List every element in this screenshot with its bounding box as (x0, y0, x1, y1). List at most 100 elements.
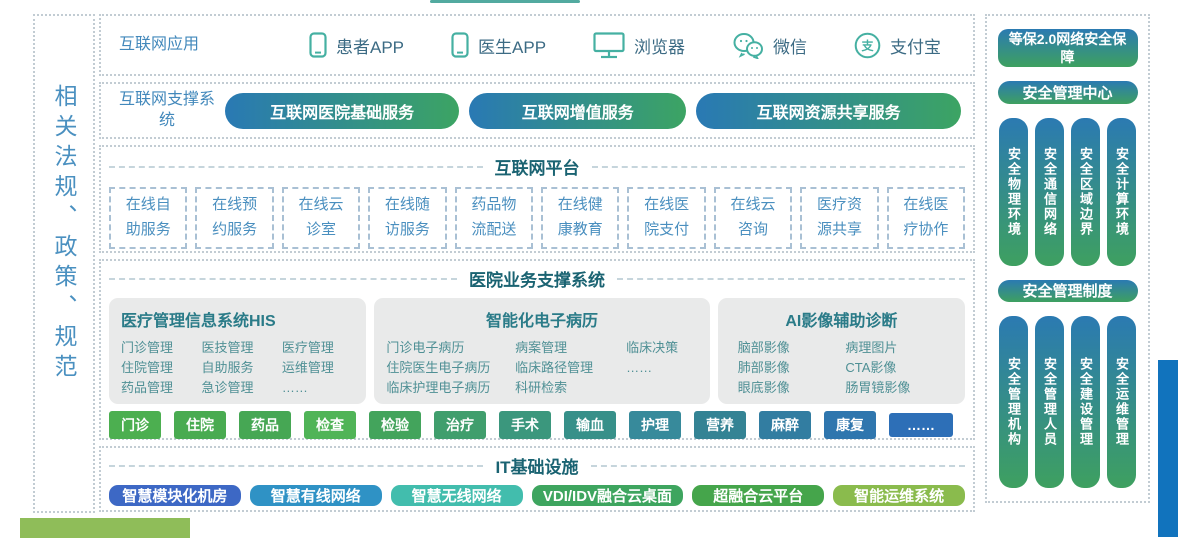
card-ai-imaging: AI影像辅助诊断 脑部影像 病理图片 肺部影像 CTA影像 眼底影像 肠胃镜影像 (717, 298, 965, 404)
app-label: 患者APP (336, 37, 405, 57)
card-item: 医疗管理 (281, 340, 334, 355)
card-his-items: 门诊管理 医技管理 医疗管理 住院管理 自助服务 运维管理 药品管理 急诊管理 … (121, 338, 354, 398)
card-item: 门诊电子病历 (386, 340, 465, 355)
internet-platform-title-row: 互联网平台 (109, 154, 965, 179)
card-item: 临床路径管理 (515, 360, 594, 376)
dashed-divider (590, 464, 966, 467)
it-infrastructure-title: IT基础设施 (495, 458, 579, 477)
bar-label: 安全管理机构 (1006, 357, 1021, 447)
hospital-systems-row: 医院业务支撑系统 医疗管理信息系统HIS 门诊管理 医技管理 医疗管理 住院管理… (99, 259, 975, 440)
app-label: 微信 (773, 37, 808, 57)
security-environment-bars: 安全物理环境 安全通信网络 安全区域边界 安全计算环境 (999, 117, 1136, 266)
tag-anesthesia: 麻醉 (759, 411, 811, 439)
card-emr: 智能化电子病历 门诊电子病历 病案管理 临床决策 住院医生电子病历 临床路径管理… (374, 298, 710, 404)
tag-surgery: 手术 (499, 411, 551, 439)
card-item: 住院管理 (121, 360, 174, 376)
svg-text:支: 支 (860, 38, 874, 53)
app-item-doctor-app: 医生APP (451, 32, 546, 58)
phone-icon (451, 32, 469, 58)
card-emr-items: 门诊电子病历 病案管理 临床决策 住院医生电子病历 临床路径管理 …… 临床护理… (386, 338, 697, 398)
tag-examination: 检查 (304, 411, 356, 439)
tag-nursing: 护理 (629, 411, 681, 439)
bar-construction-management: 安全建设管理 (1071, 316, 1100, 488)
app-item-browser: 浏览器 (593, 31, 686, 59)
it-infrastructure-row: IT基础设施 智慧模块化机房 智慧有线网络 智慧无线网络 VDI/IDV融合云桌… (99, 446, 975, 512)
support-pill-basic-services: 互联网医院基础服务 (225, 92, 460, 129)
infra-pill-hyperconverged-cloud: 超融合云平台 (692, 485, 825, 506)
card-item: 医技管理 (201, 340, 254, 355)
security-header-badge: 等保2.0网络安全保障 (997, 29, 1138, 67)
platform-item: 在线随访服务 (368, 187, 447, 249)
bar-label: 安全通信网络 (1042, 146, 1057, 237)
bar-computing-environment: 安全计算环境 (1107, 117, 1136, 266)
infra-pill-wireless-network: 智慧无线网络 (390, 485, 523, 506)
clinical-tags-row: 门诊 住院 药品 检查 检验 治疗 手术 输血 护理 营养 麻醉 康复 …… (109, 411, 965, 439)
platform-item: 在线自助服务 (109, 187, 188, 249)
support-pill-value-added-services: 互联网增值服务 (469, 92, 687, 129)
card-item: 自助服务 (201, 360, 254, 376)
infrastructure-pills: 智慧模块化机房 智慧有线网络 智慧无线网络 VDI/IDV融合云桌面 超融合云平… (109, 485, 966, 506)
card-item: 急诊管理 (201, 380, 254, 396)
wechat-icon (732, 32, 764, 59)
internet-platform-row: 互联网平台 在线自助服务 在线预约服务 在线云诊室 在线随访服务 药品物流配送 … (99, 145, 975, 253)
platform-item: 在线云诊室 (281, 187, 361, 249)
bar-label: 安全建设管理 (1078, 357, 1093, 447)
internet-support-label: 互联网支撑系统 (119, 90, 216, 129)
hospital-systems-title: 医院业务支撑系统 (469, 271, 605, 290)
dashed-divider (109, 277, 457, 280)
bar-area-boundary: 安全区域边界 (1071, 117, 1100, 266)
card-item: 住院医生电子病历 (386, 360, 491, 376)
card-his: 医疗管理信息系统HIS 门诊管理 医技管理 医疗管理 住院管理 自助服务 运维管… (109, 298, 367, 404)
app-label: 医生APP (478, 37, 547, 57)
bar-management-personnel: 安全管理人员 (1035, 316, 1064, 488)
bar-label: 安全计算环境 (1114, 146, 1129, 237)
security-management-system-badge: 安全管理制度 (997, 279, 1138, 302)
card-item: …… (626, 360, 653, 376)
card-item: 药品管理 (121, 380, 174, 396)
card-item: 运维管理 (281, 360, 334, 376)
tag-rehabilitation: 康复 (824, 411, 876, 439)
card-his-title: 医疗管理信息系统HIS (121, 313, 276, 330)
platform-item: 药品物流配送 (454, 187, 534, 249)
tag-lab-test: 检验 (369, 411, 421, 439)
card-ai-items: 脑部影像 病理图片 肺部影像 CTA影像 眼底影像 肠胃镜影像 (730, 338, 953, 398)
tag-outpatient: 门诊 (109, 411, 161, 439)
internet-apps-row: 互联网应用 患者APP 医生APP (99, 14, 975, 76)
tag-transfusion: 输血 (564, 411, 616, 439)
dashed-divider (109, 165, 483, 168)
card-item: 门诊管理 (121, 340, 174, 355)
main-architecture-column: 互联网应用 患者APP 医生APP (99, 14, 975, 513)
tag-more: …… (889, 413, 953, 437)
internet-platform-title: 互联网平台 (494, 159, 580, 178)
card-item: 肺部影像 (737, 360, 790, 376)
bar-label: 安全区域边界 (1078, 146, 1093, 237)
card-item: 病理图片 (845, 340, 898, 355)
card-item: 肠胃镜影像 (845, 380, 911, 396)
platform-items: 在线自助服务 在线预约服务 在线云诊室 在线随访服务 药品物流配送 在线健康教育… (109, 187, 966, 249)
decoration-blue-bar (1158, 360, 1178, 537)
internet-apps-label: 互联网应用 (119, 35, 200, 53)
card-item: 脑部影像 (737, 340, 790, 355)
monitor-icon (593, 31, 625, 59)
decoration-green-bar (20, 518, 190, 538)
it-infrastructure-title-row: IT基础设施 (109, 453, 966, 478)
bar-operations-management: 安全运维管理 (1107, 316, 1136, 488)
card-item: 科研检索 (515, 380, 568, 396)
platform-item: 在线健康教育 (541, 187, 620, 249)
bar-label: 安全管理人员 (1042, 357, 1057, 447)
app-label: 浏览器 (634, 37, 686, 57)
infra-pill-cloud-desktop: VDI/IDV融合云桌面 (531, 485, 684, 506)
cropped-title-strip (430, 0, 580, 3)
support-pill-resource-sharing-services: 互联网资源共享服务 (696, 92, 961, 129)
app-label: 支付宝 (890, 37, 941, 57)
internet-apps-list: 患者APP 医生APP 浏览器 (239, 31, 955, 59)
regulations-label: 相关法规、政策、规范 (51, 83, 77, 384)
card-item: 眼底影像 (737, 380, 790, 396)
hospital-systems-title-row: 医院业务支撑系统 (109, 266, 965, 291)
bar-physical-environment: 安全物理环境 (999, 117, 1028, 266)
phone-icon (309, 32, 327, 58)
bar-label: 安全运维管理 (1114, 357, 1129, 447)
regulations-panel: 相关法规、政策、规范 (33, 14, 95, 513)
alipay-icon: 支 (854, 32, 881, 59)
